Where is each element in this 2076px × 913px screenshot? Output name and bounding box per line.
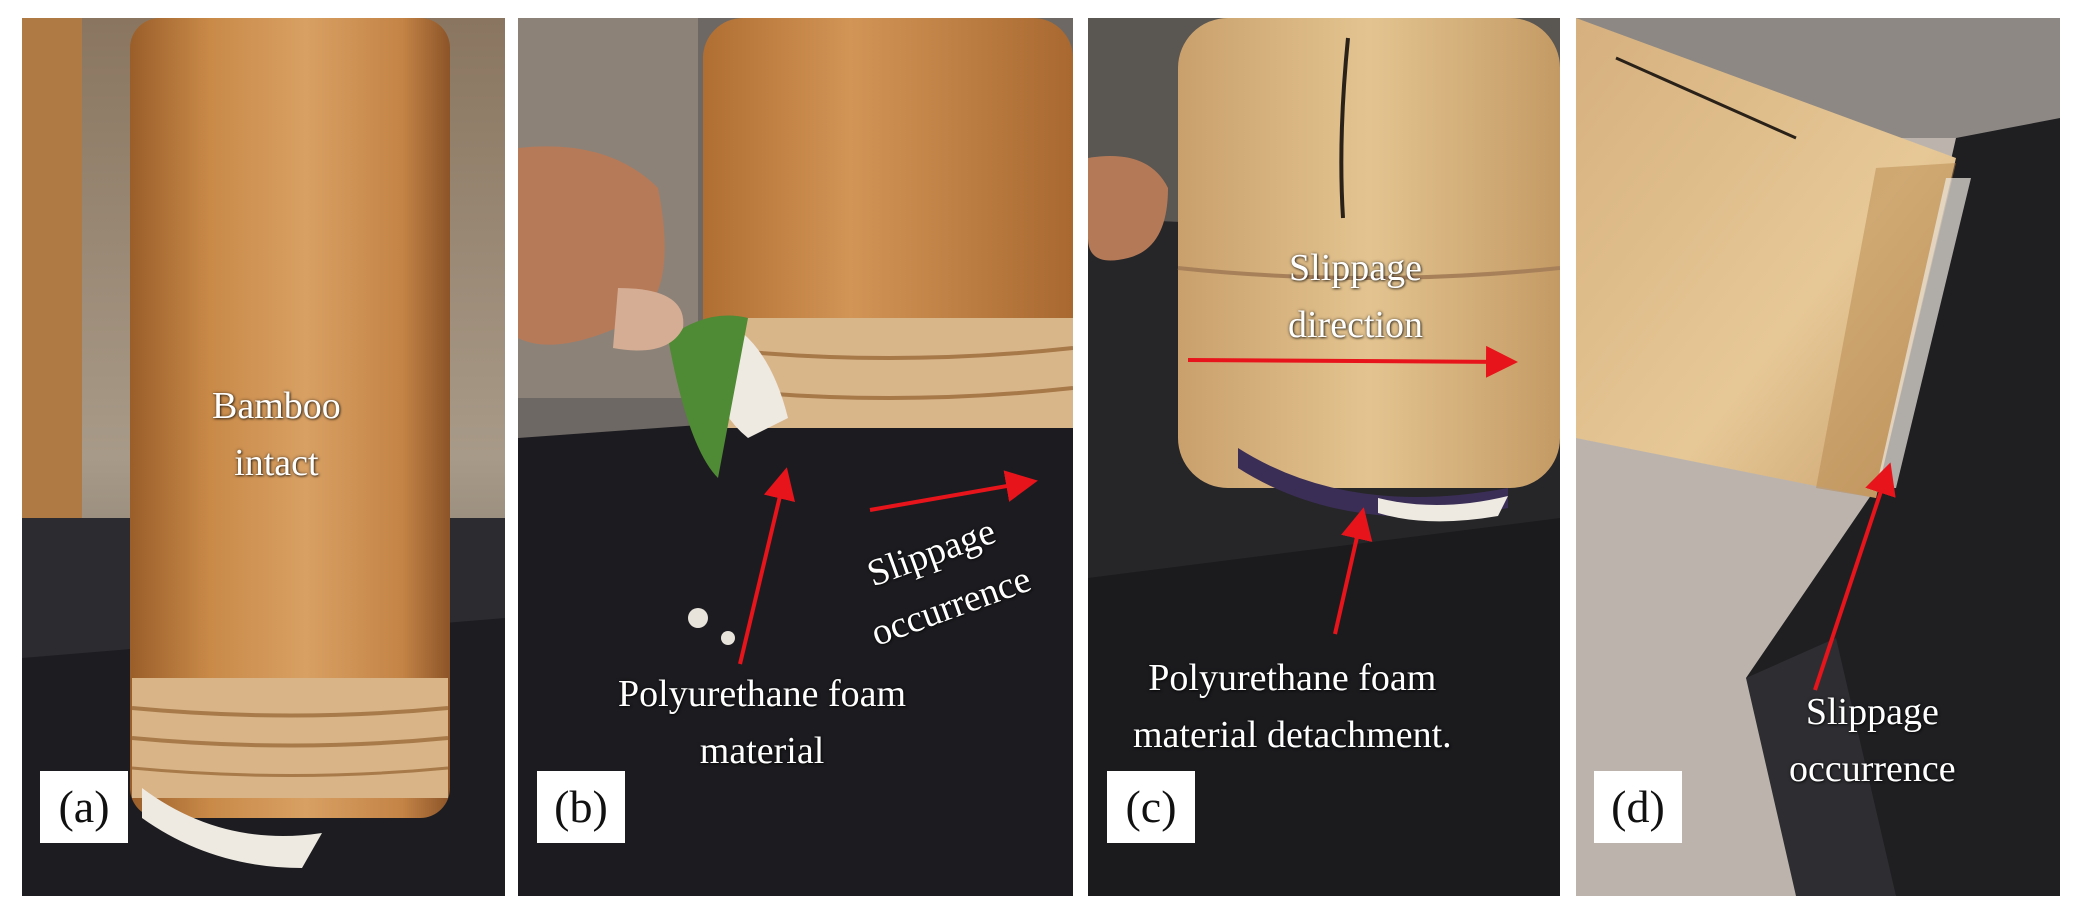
photo-foam-slippage [518, 18, 1073, 896]
annotation-bamboo-intact: Bamboo intact [212, 378, 341, 492]
photo-inclined-slippage [1576, 18, 2060, 896]
annotation-slippage-occurrence-d: Slippage occurrence [1789, 684, 1956, 798]
annotation-line-1: Bamboo [212, 385, 341, 427]
panel-label-b: (b) [537, 771, 625, 843]
annotation-line-2: occurrence [1789, 748, 1956, 790]
annotation-line-1: Slippage [1289, 247, 1423, 289]
annotation-line-2: intact [234, 442, 319, 484]
annotation-line-2: material [699, 730, 825, 772]
photo-panel-d: Slippage occurrence [1576, 18, 2060, 896]
annotation-polyurethane-foam-detachment-c: Polyurethane foam material detachment. [1133, 650, 1452, 764]
annotation-line-1: Slippage [1805, 691, 1939, 733]
photo-foam-detachment [1088, 18, 1560, 896]
photo-panel-c: Slippage direction Polyurethane foam mat… [1088, 18, 1560, 896]
photo-bamboo-intact [22, 18, 505, 896]
panel-label-d: (d) [1594, 771, 1682, 843]
photo-panel-a: Bamboo intact [22, 18, 505, 896]
panel-label-c: (c) [1107, 771, 1195, 843]
annotation-line-2: material detachment. [1133, 714, 1452, 756]
panel-label-a: (a) [40, 771, 128, 843]
annotation-line-2: direction [1288, 304, 1424, 346]
annotation-polyurethane-foam-b: Polyurethane foam material [618, 666, 906, 780]
annotation-line-1: Polyurethane foam [618, 673, 907, 715]
photo-panel-b: Slippage occurrence Polyurethane foam ma… [518, 18, 1073, 896]
annotation-slippage-direction-c: Slippage direction [1288, 240, 1423, 354]
annotation-line-1: Polyurethane foam [1148, 657, 1437, 699]
